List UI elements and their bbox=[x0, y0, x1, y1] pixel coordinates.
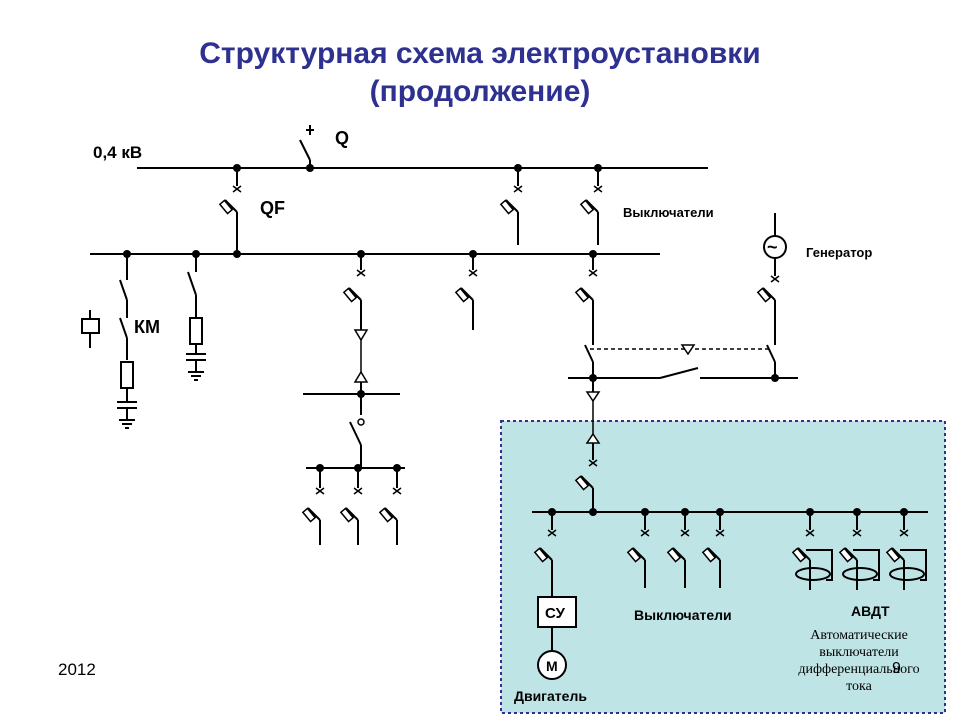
generator-label: Генератор bbox=[806, 245, 872, 260]
su-box bbox=[537, 596, 577, 628]
avdt-desc-line-1: Автоматические bbox=[810, 628, 908, 643]
motor-symbol-circle bbox=[537, 650, 567, 680]
q-label: Q bbox=[335, 128, 349, 148]
avdt-desc-line-4: тока bbox=[846, 679, 873, 694]
su-label: СУ bbox=[545, 605, 566, 622]
wiring bbox=[81, 125, 928, 651]
qf-label: QF bbox=[260, 198, 285, 218]
footer-year: 2012 bbox=[58, 660, 96, 679]
breaker-bodies bbox=[218, 199, 901, 563]
slide-subtitle: (продолжение) bbox=[369, 75, 591, 108]
switches-top-label: Выключатели bbox=[623, 205, 714, 220]
avdt-label: АВДТ bbox=[851, 603, 890, 619]
slide-title: Структурная схема электроустановки bbox=[199, 37, 761, 70]
km-label: КМ bbox=[134, 317, 160, 337]
avdt-desc-line-2: выключатели bbox=[819, 645, 899, 660]
motor-label: Двигатель bbox=[514, 688, 587, 704]
voltage-label: 0,4 кВ bbox=[93, 143, 142, 162]
plug-contacts bbox=[353, 329, 696, 444]
motor-symbol-label: М bbox=[546, 658, 558, 674]
junction-dots bbox=[123, 164, 908, 516]
generator-symbol: ~ bbox=[767, 237, 778, 257]
page-number: 9 bbox=[892, 660, 901, 677]
avdt-desc-line-3: дифференциального bbox=[798, 662, 919, 677]
switches-bottom-label: Выключатели bbox=[634, 607, 732, 623]
breaker-markers bbox=[232, 185, 909, 537]
distribution-zone bbox=[500, 420, 946, 714]
